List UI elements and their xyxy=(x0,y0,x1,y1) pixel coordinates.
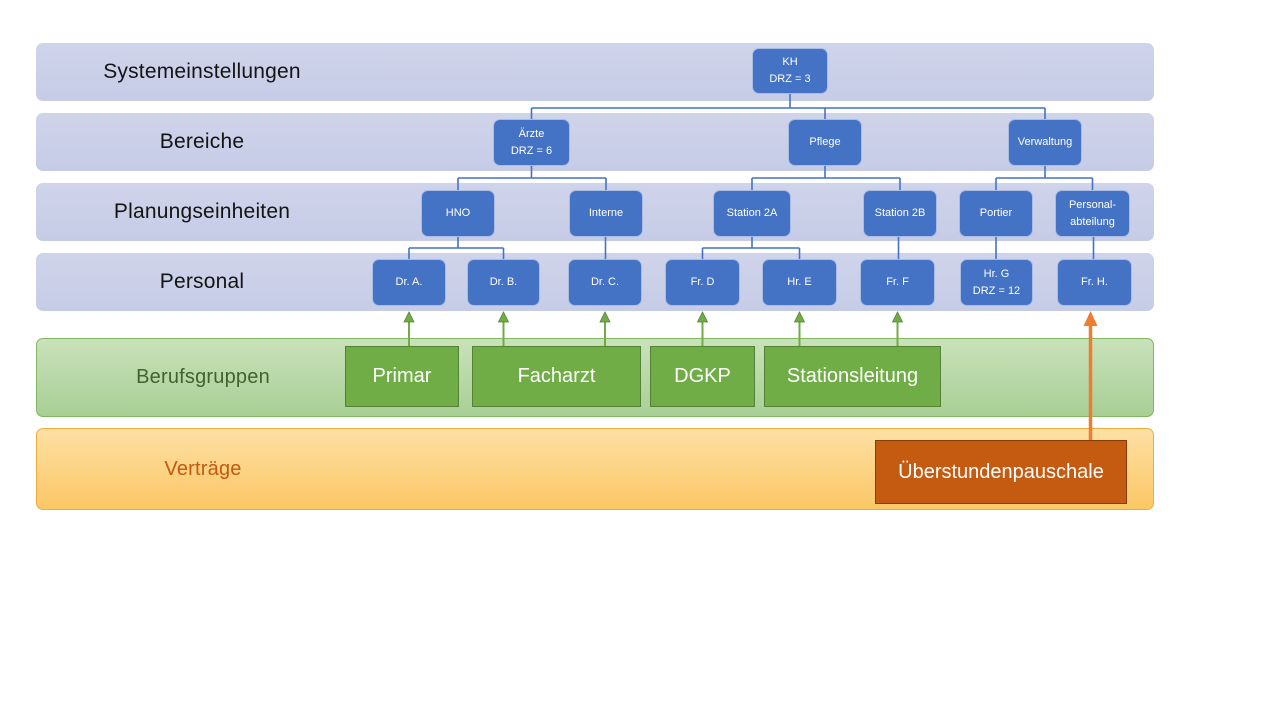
berufsgruppe-dgkp: DGKP xyxy=(650,346,755,407)
node-interne-line1: Interne xyxy=(588,207,624,219)
layer-label-vertraege: Verträge xyxy=(164,457,242,480)
node-personalabteilung: Personal-abteilung xyxy=(1055,190,1130,237)
berufsgruppe-primar-label: Primar xyxy=(372,365,432,387)
berufsgruppe-primar: Primar xyxy=(345,346,459,407)
node-aerzte-line1: Ärzte xyxy=(518,127,545,140)
berufsgruppe-stationsleitung: Stationsleitung xyxy=(764,346,941,407)
node-hr-g-line1: Hr. G xyxy=(983,267,1010,280)
node-fr-h-line1: Fr. H. xyxy=(1081,276,1108,288)
berufsgruppe-facharzt-label: Facharzt xyxy=(517,365,596,387)
node-kh: KH DRZ = 3 xyxy=(752,48,828,94)
node-pflege-line1: Pflege xyxy=(809,136,841,148)
node-hno: HNO xyxy=(421,190,495,237)
node-hr-g-line2: DRZ = 12 xyxy=(972,284,1021,297)
node-station-2b: Station 2B xyxy=(863,190,937,237)
node-dr-b: Dr. B. xyxy=(467,259,540,306)
berufsgruppe-facharzt: Facharzt xyxy=(472,346,641,407)
layer-band-bereiche: Bereiche xyxy=(36,113,1154,171)
node-pflege: Pflege xyxy=(788,119,862,166)
berufsgruppe-stationsleitung-label: Stationsleitung xyxy=(786,365,919,387)
layer-label-bereiche: Bereiche xyxy=(159,130,245,153)
vertrag-ueberstundenpauschale: Überstundenpauschale xyxy=(875,440,1127,504)
node-dr-a: Dr. A. xyxy=(372,259,446,306)
node-interne: Interne xyxy=(569,190,643,237)
node-portier-line1: Portier xyxy=(979,207,1013,219)
layer-label-personal: Personal xyxy=(159,270,245,293)
node-hno-line1: HNO xyxy=(445,207,471,219)
node-dr-a-line1: Dr. A. xyxy=(395,276,423,288)
node-station-2b-line1: Station 2B xyxy=(874,207,926,219)
node-dr-b-line1: Dr. B. xyxy=(489,276,518,288)
layer-label-planungseinheiten: Planungseinheiten xyxy=(113,200,291,223)
node-hr-e: Hr. E xyxy=(762,259,837,306)
layer-band-systemeinstellungen: Systemeinstellungen xyxy=(36,43,1154,101)
node-personalabteilung-line2: abteilung xyxy=(1070,215,1115,228)
node-verwaltung: Verwaltung xyxy=(1008,119,1082,166)
node-fr-f-line1: Fr. F xyxy=(886,276,909,288)
node-hr-e-line1: Hr. E xyxy=(787,276,812,288)
layer-label-berufsgruppen: Berufsgruppen xyxy=(136,366,270,388)
node-fr-d-line1: Fr. D xyxy=(690,276,715,288)
vertrag-ueberstundenpauschale-label: Überstundenpauschale xyxy=(898,460,1104,483)
node-kh-line1: KH xyxy=(782,56,798,68)
node-portier: Portier xyxy=(959,190,1033,237)
node-personalabteilung-line1: Personal- xyxy=(1068,198,1117,211)
layer-label-systemeinstellungen: Systemeinstellungen xyxy=(103,60,301,83)
node-fr-h: Fr. H. xyxy=(1057,259,1132,306)
node-station-2a: Station 2A xyxy=(713,190,791,237)
node-verwaltung-line1: Verwaltung xyxy=(1017,136,1073,148)
node-dr-c: Dr. C. xyxy=(568,259,642,306)
berufsgruppe-dgkp-label: DGKP xyxy=(674,365,731,387)
node-hr-g: Hr. G DRZ = 12 xyxy=(960,259,1033,306)
node-dr-c-line1: Dr. C. xyxy=(590,276,620,288)
node-aerzte-line2: DRZ = 6 xyxy=(510,144,553,157)
node-station-2a-line1: Station 2A xyxy=(726,207,778,219)
node-kh-line2: DRZ = 3 xyxy=(769,73,811,85)
node-fr-f: Fr. F xyxy=(860,259,935,306)
node-fr-d: Fr. D xyxy=(665,259,740,306)
